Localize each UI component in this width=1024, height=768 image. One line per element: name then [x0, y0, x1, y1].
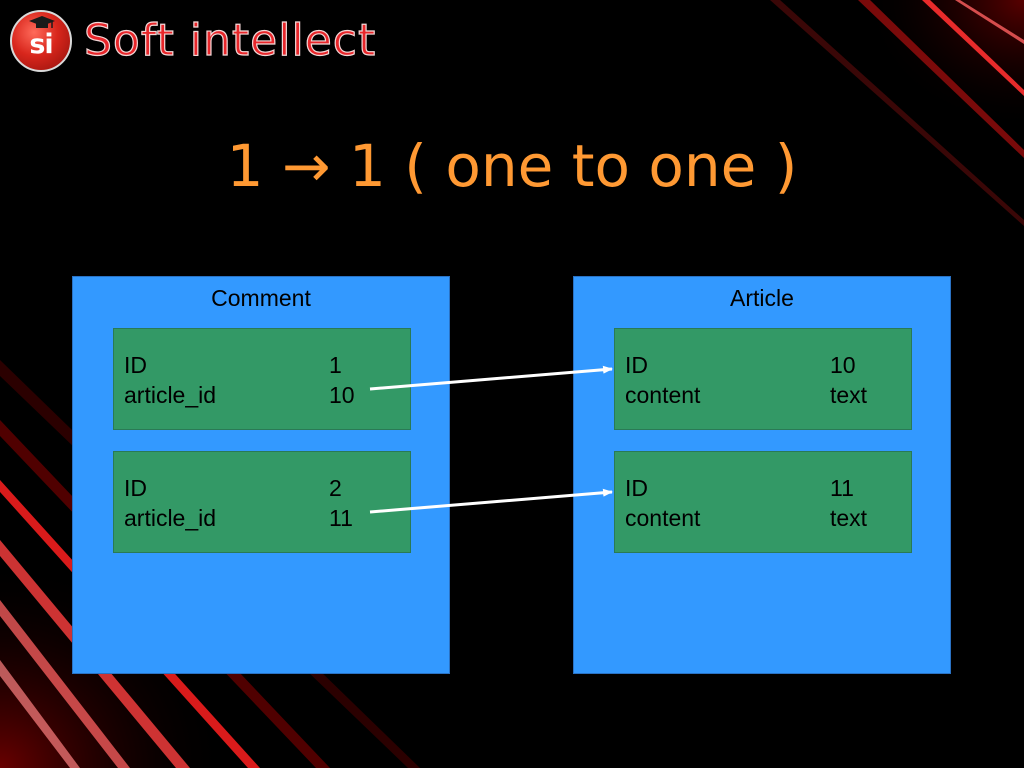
- article-table: Article ID 10 content text ID 11 content…: [573, 276, 951, 674]
- field-key: article_id: [124, 505, 217, 531]
- field-value: 2: [329, 475, 342, 501]
- slide-title: 1 → 1 ( one to one ): [226, 132, 798, 200]
- field-row: ID 2: [124, 474, 394, 502]
- comment-record-1: ID 1 article_id 10: [113, 328, 411, 430]
- field-key: article_id: [124, 382, 217, 408]
- article-record-1: ID 10 content text: [614, 328, 912, 430]
- article-table-name: Article: [730, 285, 794, 311]
- field-key: ID: [124, 352, 147, 378]
- comment-table: Comment ID 1 article_id 10 ID 2 article_…: [72, 276, 450, 674]
- comment-table-name: Comment: [211, 285, 311, 311]
- field-row: ID 11: [625, 474, 895, 502]
- logo-badge: si: [10, 10, 72, 72]
- field-row: content text: [625, 381, 895, 409]
- field-row: article_id 11: [124, 504, 394, 532]
- graduation-cap-icon: [29, 16, 55, 28]
- field-key: ID: [625, 475, 648, 501]
- field-value: 10: [830, 352, 856, 378]
- field-row: article_id 10: [124, 381, 394, 409]
- field-row: ID 1: [124, 351, 394, 379]
- field-value: 11: [329, 505, 353, 531]
- comment-record-2: ID 2 article_id 11: [113, 451, 411, 553]
- field-key: ID: [625, 352, 648, 378]
- field-row: ID 10: [625, 351, 895, 379]
- article-record-2: ID 11 content text: [614, 451, 912, 553]
- logo-name: Soft intellect: [83, 15, 377, 66]
- logo-badge-text: si: [29, 28, 53, 60]
- field-key: content: [625, 505, 701, 531]
- logo: si Soft intellect: [10, 10, 376, 72]
- field-row: content text: [625, 504, 895, 532]
- field-value: 1: [329, 352, 342, 378]
- field-value: text: [830, 505, 868, 531]
- field-value: text: [830, 382, 868, 408]
- field-value: 10: [329, 382, 355, 408]
- field-key: ID: [124, 475, 147, 501]
- field-key: content: [625, 382, 701, 408]
- field-value: 11: [830, 475, 854, 501]
